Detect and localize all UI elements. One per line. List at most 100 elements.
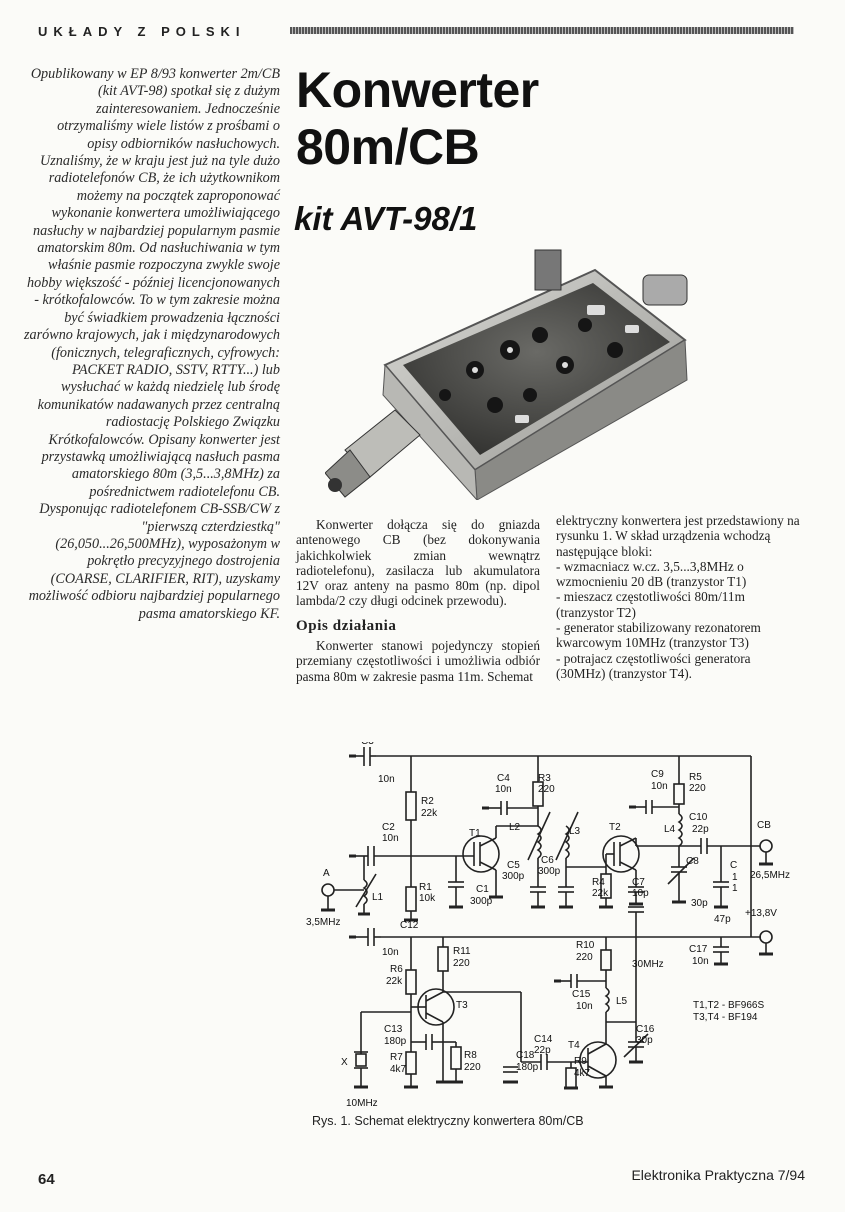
- col2-list-item: - potrajacz częstotliwości generatora (3…: [556, 650, 751, 681]
- title-line-1: Konwerter: [296, 62, 539, 118]
- label-r8-value: 220: [464, 1062, 481, 1073]
- column-1: Konwerter dołącza się do gniazda antenow…: [296, 517, 540, 684]
- label-c9: C9: [651, 769, 664, 780]
- label-r9: R9: [574, 1056, 587, 1067]
- header-rule: [290, 27, 794, 34]
- label-c11-digit: 1: [732, 872, 738, 883]
- circuit-schematic: C3 10n R2 22k C2 10n C4 10n R3 220 L2 L3…: [306, 742, 790, 1109]
- label-c11-digit: 1: [732, 883, 738, 894]
- label-t2: T2: [609, 822, 621, 833]
- label-10mhz: 10MHz: [346, 1098, 378, 1109]
- label-c13-value: 180p: [384, 1036, 407, 1047]
- label-cb: CB: [757, 820, 771, 831]
- label-l5: L5: [616, 996, 628, 1007]
- col1-paragraph-1: Konwerter dołącza się do gniazda antenow…: [296, 517, 540, 609]
- device-photo: [325, 249, 688, 500]
- label-r11-value: 220: [453, 958, 470, 969]
- label-c3-value: 10n: [378, 774, 395, 785]
- label-r9-value: 4k7: [574, 1068, 591, 1079]
- label-c13: C13: [384, 1024, 403, 1035]
- label-r1: R1: [419, 882, 432, 893]
- label-c18-value: 180p: [516, 1062, 539, 1073]
- label-c4-value: 10n: [495, 784, 512, 795]
- journal-footer: Elektronika Praktyczna 7/94: [631, 1167, 805, 1183]
- section-heading: Opis działania: [296, 617, 397, 634]
- label-c15-value: 10n: [576, 1001, 593, 1012]
- label-r7-value: 4k7: [390, 1064, 407, 1075]
- label-t3: T3: [456, 1000, 468, 1011]
- label-c1-value: 300p: [470, 896, 493, 907]
- label-c3: C3: [361, 742, 374, 747]
- label-r7: R7: [390, 1052, 403, 1063]
- label-r4: R4: [592, 877, 605, 888]
- label-c11: C: [730, 860, 737, 871]
- label-r5: R5: [689, 772, 702, 783]
- label-c6: C6: [541, 855, 554, 866]
- title-line-2: 80m/CB: [296, 119, 480, 175]
- label-c14-value: 22p: [534, 1045, 551, 1056]
- label-c9-value: 10n: [651, 781, 668, 792]
- label-l3: L3: [569, 826, 581, 837]
- label-c17: C17: [689, 944, 708, 955]
- label-c10-value: 22p: [692, 824, 709, 835]
- label-c12: C12: [400, 920, 419, 931]
- label-c5-value: 300p: [502, 871, 525, 882]
- label-r3: R3: [538, 773, 551, 784]
- label-cb-freq: 26,5MHz: [750, 870, 790, 881]
- label-30mhz: 30MHz: [632, 959, 664, 970]
- label-t1: T1: [469, 828, 481, 839]
- label-c7-value: 10p: [632, 888, 649, 899]
- label-c8-value: 30p: [691, 898, 708, 909]
- label-c2-value: 10n: [382, 833, 399, 844]
- label-c14: C14: [534, 1034, 553, 1045]
- label-r10: R10: [576, 940, 595, 951]
- article-title: Konwerter 80m/CB: [296, 62, 539, 176]
- label-r5-value: 220: [689, 783, 706, 794]
- col1-paragraph-2: Konwerter stanowi pojedynczy stopień prz…: [296, 638, 540, 684]
- label-r6-value: 22k: [386, 976, 403, 987]
- label-c5: C5: [507, 860, 520, 871]
- label-c17-value: 10n: [692, 956, 709, 967]
- col2-paragraph-1: elektryczny konwertera jest przedstawion…: [556, 513, 800, 559]
- label-r11: R11: [453, 946, 471, 957]
- label-supply: +13,8V: [745, 908, 777, 919]
- label-t4: T4: [568, 1040, 580, 1051]
- label-c16-value: 30p: [636, 1035, 653, 1046]
- column-2: elektryczny konwertera jest przedstawion…: [556, 513, 802, 681]
- label-r8: R8: [464, 1050, 477, 1061]
- label-r10-value: 220: [576, 952, 593, 963]
- label-r3-value: 220: [538, 784, 555, 795]
- intro-text: Opublikowany w EP 8/93 konwerter 2m/CB (…: [24, 66, 280, 622]
- label-r2: R2: [421, 796, 434, 807]
- label-c6-value: 300p: [538, 866, 561, 877]
- label-c18: C18: [516, 1050, 535, 1061]
- label-c1: C1: [476, 884, 489, 895]
- label-transistors-2: T3,T4 - BF194: [693, 1012, 758, 1023]
- label-c15: C15: [572, 989, 591, 1000]
- label-l2: L2: [509, 822, 521, 833]
- label-a: A: [323, 868, 330, 879]
- label-c7: C7: [632, 877, 645, 888]
- label-l1: L1: [372, 892, 384, 903]
- figure-caption: Rys. 1. Schemat elektryczny konwertera 8…: [312, 1114, 584, 1128]
- label-c12-value: 10n: [382, 947, 399, 958]
- label-a-freq: 3,5MHz: [306, 917, 340, 928]
- label-r6: R6: [390, 964, 403, 975]
- label-l4: L4: [664, 824, 676, 835]
- label-c2: C2: [382, 822, 395, 833]
- article-subtitle: kit AVT-98/1: [294, 200, 478, 237]
- label-c4: C4: [497, 773, 510, 784]
- label-c16: C16: [636, 1024, 655, 1035]
- page-number: 64: [38, 1171, 55, 1188]
- section-header: UKŁADY Z POLSKI: [38, 24, 246, 39]
- label-x: X: [341, 1057, 348, 1068]
- label-r1-value: 10k: [419, 893, 436, 904]
- label-transistors-1: T1,T2 - BF966S: [693, 1000, 764, 1011]
- label-c11-value: 47p: [714, 914, 731, 925]
- label-r4-value: 22k: [592, 888, 609, 899]
- col2-list-item: - mieszacz częstotliwości 80m/11m (tranz…: [556, 589, 745, 620]
- label-c8: C8: [686, 856, 699, 867]
- col2-list-item: - wzmacniacz w.cz. 3,5...3,8MHz o wzmocn…: [556, 558, 747, 590]
- col2-list-item: - generator stabilizowany rezonatorem kw…: [556, 620, 761, 651]
- label-c10: C10: [689, 812, 708, 823]
